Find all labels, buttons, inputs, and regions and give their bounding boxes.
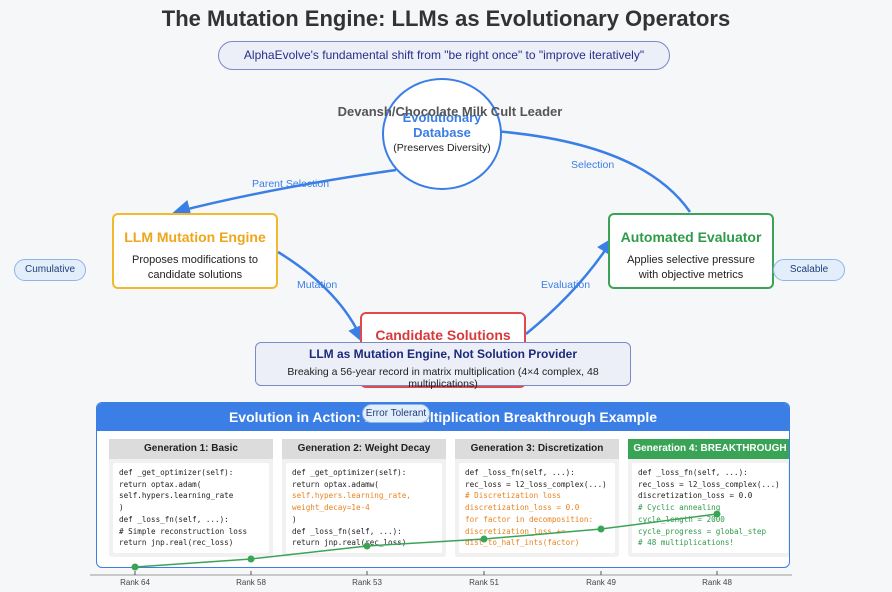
page-title: The Mutation Engine: LLMs as Evolutionar… <box>161 6 731 31</box>
author-label: Devansh/Chocolate Milk Cult Leader <box>337 104 563 119</box>
llm-engine-desc-2: candidate solutions <box>147 269 243 281</box>
generation-label: Generation 3: Discretization <box>455 439 619 459</box>
code-line: rec_loss = l2_loss_complex(...) <box>638 479 780 489</box>
generation-label: Generation 2: Weight Decay <box>282 439 446 459</box>
error-tolerant-tag: Error Tolerant <box>362 404 430 423</box>
code-line: return optax.adam( <box>119 479 202 489</box>
code-line: ) <box>292 514 297 524</box>
parent-selection-label: Parent Selection <box>252 178 330 190</box>
rank-label: Rank 49 <box>586 578 616 587</box>
code-line: def _loss_fn(self, ...): <box>119 514 229 524</box>
code-line: rec_loss = l2_loss_complex(...) <box>465 479 607 489</box>
callout-heading: LLM as Mutation Engine, Not Solution Pro… <box>309 347 577 361</box>
code-line: self.hypers.learning_rate <box>119 491 234 501</box>
code-line: def _loss_fn(self, ...): <box>465 468 575 477</box>
rank-label: Rank 51 <box>469 578 499 587</box>
generation-card-1: Generation 1: Basic def _get_optimizer(s… <box>109 439 273 557</box>
code-line: def _get_optimizer(self): <box>292 468 407 477</box>
rank-point <box>363 542 371 550</box>
database-title-1: Evolutionary <box>402 110 482 125</box>
candidates-title: Candidate Solutions <box>375 327 511 343</box>
code-line: dist_to_half_ints(factor) <box>465 538 580 548</box>
code-line: # Simple reconstruction loss <box>119 526 248 536</box>
llm-mutation-engine-node: LLM Mutation Engine Proposes modificatio… <box>112 213 278 289</box>
database-desc: (Preserves Diversity) <box>393 142 491 154</box>
code-line: ) <box>119 503 124 513</box>
code-line: return optax.adamw( <box>292 479 379 489</box>
code-line: weight_decay=1e-4 <box>292 503 370 513</box>
code-line: # Cyclic annealing <box>638 503 721 513</box>
rank-label: Rank 64 <box>120 578 150 587</box>
code-line: cycle_progress = global_step <box>638 526 767 536</box>
evaluator-desc-1: Applies selective pressure <box>627 254 755 266</box>
mutation-label: Mutation <box>297 279 338 291</box>
code-snippet: def _loss_fn(self, ...): rec_loss = l2_lo… <box>459 463 615 553</box>
code-snippet: def _get_optimizer(self):return optax.ad… <box>286 463 442 553</box>
rank-label: Rank 48 <box>702 578 732 587</box>
callout-text: Breaking a 56-year record in matrix mult… <box>287 366 599 390</box>
rank-point <box>247 555 255 563</box>
code-line: return jnp.real(rec_loss) <box>119 538 234 548</box>
llm-engine-desc-1: Proposes modifications to <box>132 254 258 266</box>
code-line: # Discretization loss <box>465 491 562 501</box>
panel-title: Evolution in Action: Matrix Multiplicati… <box>97 403 789 431</box>
evolution-panel: Evolution in Action: Matrix Multiplicati… <box>96 402 790 568</box>
automated-evaluator-node: Automated Evaluator Applies selective pr… <box>608 213 774 289</box>
code-line: discretization_loss = 0.0 <box>638 491 753 501</box>
code-snippet: def _loss_fn(self, ...): rec_loss = l2_lo… <box>632 463 788 553</box>
code-line: discretization_loss += <box>465 526 566 536</box>
generation-label: Generation 4: BREAKTHROUGH <box>628 439 789 459</box>
rank-point <box>597 525 605 533</box>
code-line: def _get_optimizer(self): <box>119 468 234 477</box>
code-line: def _loss_fn(self, ...): <box>292 526 402 536</box>
rank-point <box>713 510 721 518</box>
cumulative-tag: Cumulative <box>14 259 86 281</box>
scalable-tag: Scalable <box>773 259 845 281</box>
generation-card-2: Generation 2: Weight Decay def _get_opti… <box>282 439 446 557</box>
rank-label: Rank 58 <box>236 578 266 587</box>
code-line: for factor in decomposition: <box>465 514 594 524</box>
code-snippet: def _get_optimizer(self):return optax.ad… <box>113 463 269 553</box>
code-line: # 48 multiplications! <box>638 538 735 548</box>
subtitle-banner: AlphaEvolve's fundamental shift from "be… <box>218 41 670 70</box>
parent-selection-arrow <box>172 168 397 218</box>
evaluation-arrow <box>525 237 614 335</box>
mutation-arrow <box>277 250 365 344</box>
selection-arrow <box>476 122 692 213</box>
rank-point <box>480 535 488 543</box>
code-line: def _loss_fn(self, ...): <box>638 468 748 477</box>
evaluation-label: Evaluation <box>541 279 591 291</box>
code-line: self.hypers.learning_rate, <box>292 491 411 501</box>
selection-label: Selection <box>571 159 615 171</box>
generation-card-3: Generation 3: Discretization def _loss_f… <box>455 439 619 557</box>
code-line: cycle_length = 2000 <box>638 514 725 524</box>
mutation-engine-callout: LLM as Mutation Engine, Not Solution Pro… <box>255 342 631 390</box>
rank-point <box>131 563 139 571</box>
generation-card-4: Generation 4: BREAKTHROUGH def _loss_fn(… <box>628 439 789 557</box>
database-title-2: Database <box>413 125 471 140</box>
llm-engine-title: LLM Mutation Engine <box>124 229 266 245</box>
evaluator-desc-2: with objective metrics <box>638 269 744 281</box>
generation-label: Generation 1: Basic <box>109 439 273 459</box>
evaluator-title: Automated Evaluator <box>620 229 762 245</box>
code-line: discretization_loss = 0.0 <box>465 503 580 513</box>
rank-label: Rank 53 <box>352 578 382 587</box>
code-line: return jnp.real(rec_loss) <box>292 538 407 548</box>
